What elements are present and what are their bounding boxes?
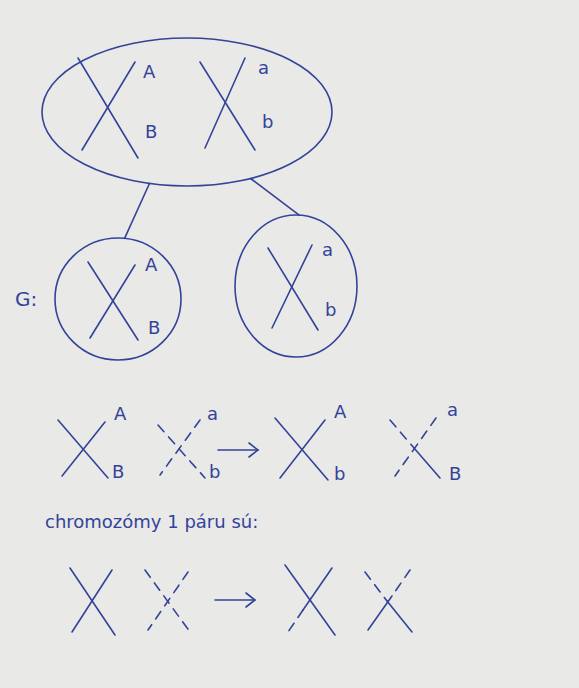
- cell-circle: A Ba b: [42, 38, 332, 186]
- circle-outline: [55, 238, 181, 360]
- gamete-chromosomes: [88, 245, 318, 340]
- circle-outline: [235, 215, 357, 357]
- gamete-circle: ab: [235, 215, 357, 357]
- connector-line: [125, 183, 150, 238]
- circle-outline: [42, 38, 332, 186]
- allele-letter: a: [207, 404, 218, 424]
- allele-letter: a: [258, 58, 269, 78]
- allele-letter: a: [447, 400, 458, 420]
- note-text: chromozómy 1 páru sú:: [45, 512, 258, 532]
- allele-letter: A: [114, 404, 126, 424]
- allele-letter: b: [334, 464, 345, 484]
- allele-letter: A: [143, 62, 155, 82]
- allele-letter: B: [112, 462, 124, 482]
- allele-letter: b: [262, 112, 273, 132]
- gamete-circle: AB: [55, 238, 181, 360]
- allele-letter: A: [334, 402, 346, 422]
- chromosome-pair: [78, 58, 255, 158]
- allele-letter: A: [145, 255, 157, 275]
- chromosome-pair-exchange: [70, 565, 412, 635]
- allele-letter: B: [148, 318, 160, 338]
- circle-outline: [55, 238, 181, 360]
- circle-outline: [235, 215, 357, 357]
- allele-letter: B: [449, 464, 461, 484]
- crossing-over: [58, 418, 440, 480]
- circle-outline: [42, 38, 332, 186]
- allele-letter: b: [325, 300, 336, 320]
- allele-letter: b: [209, 462, 220, 482]
- allele-letter: B: [145, 122, 157, 142]
- connector-line: [251, 179, 300, 216]
- gamete-label: G:: [15, 288, 37, 310]
- allele-letter: a: [322, 240, 333, 260]
